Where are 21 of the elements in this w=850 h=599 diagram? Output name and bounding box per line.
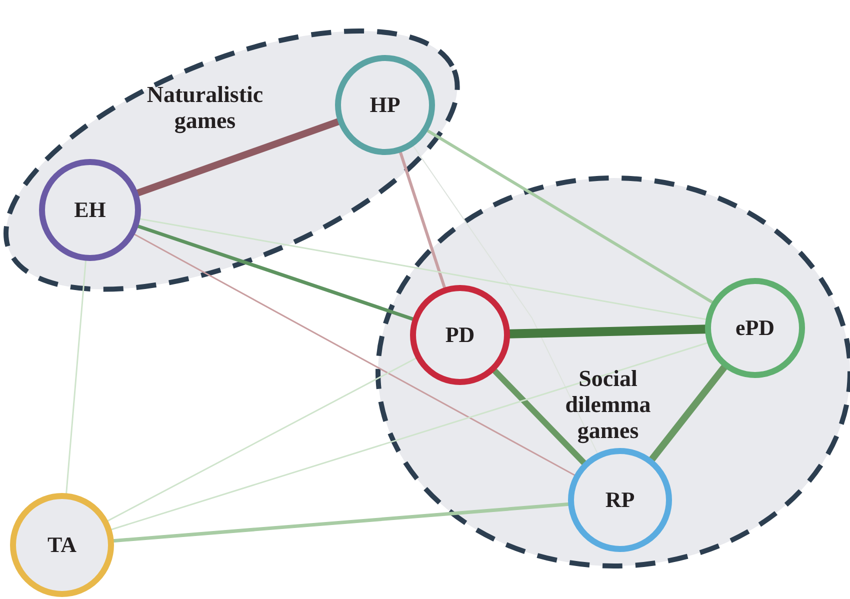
connector-line — [398, 151, 446, 289]
node-label: ePD — [735, 315, 775, 341]
connector-line — [492, 368, 587, 466]
node-label: TA — [48, 532, 76, 558]
connector-line — [412, 144, 598, 455]
node-label: RP — [605, 487, 635, 513]
connector-line — [66, 260, 87, 494]
connector-line — [136, 118, 340, 197]
group-label: Social dilemma games — [564, 366, 652, 444]
group-label: Naturalistic games — [146, 82, 264, 134]
node-label: PD — [445, 322, 475, 348]
connector-line — [112, 502, 570, 543]
connector-line — [426, 129, 714, 304]
connector-line — [648, 364, 728, 462]
node-label: EH — [74, 196, 106, 223]
connector-line — [134, 233, 576, 476]
node-label: HP — [370, 92, 400, 118]
connector-line — [106, 357, 418, 522]
connector-line — [508, 324, 706, 338]
connector-line — [139, 218, 707, 320]
connector-line — [110, 342, 708, 530]
